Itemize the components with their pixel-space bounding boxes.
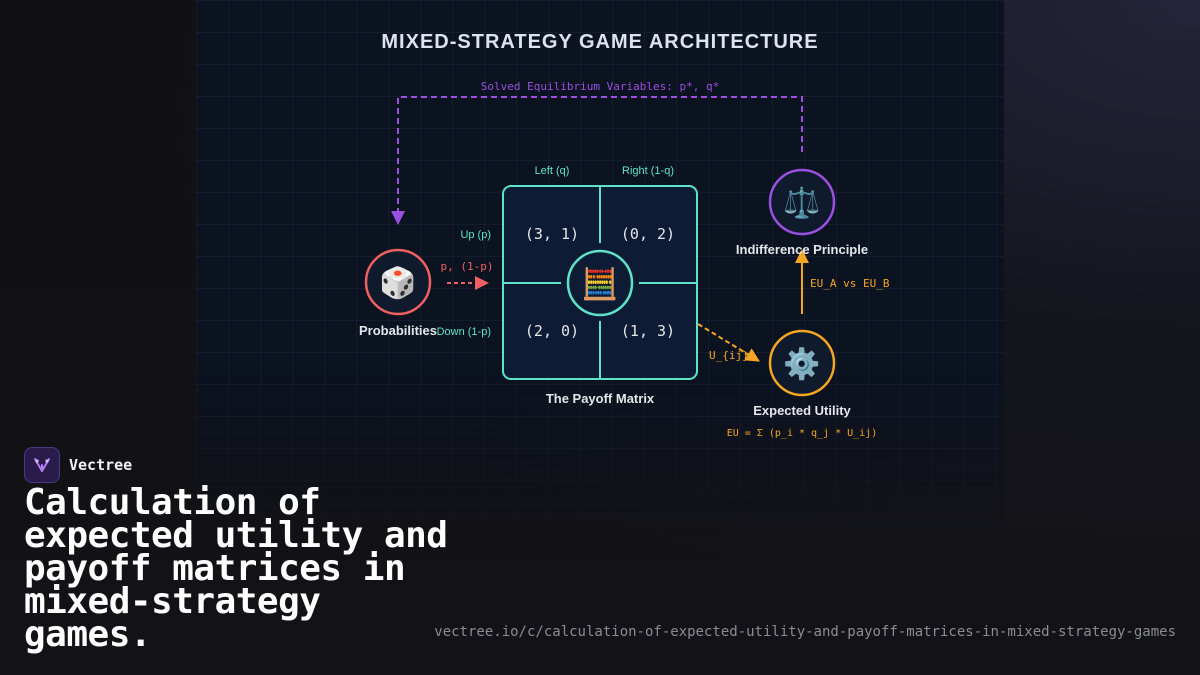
expected-utility-label: Expected Utility bbox=[753, 403, 851, 418]
balance-scale-icon: ⚖️ bbox=[783, 185, 820, 220]
eu-to-indiff-label: EU_A vs EU_B bbox=[810, 277, 890, 290]
brand: Vectree bbox=[24, 447, 132, 483]
abacus-icon: 🧮 bbox=[581, 266, 618, 301]
vectree-logo-icon bbox=[24, 447, 60, 483]
matrix-cell: (2, 0) bbox=[525, 322, 579, 340]
payoff-matrix-label: The Payoff Matrix bbox=[546, 391, 655, 406]
gear-icon: ⚙️ bbox=[783, 346, 820, 381]
indifference-principle-label: Indifference Principle bbox=[736, 242, 868, 257]
row-header-up: Up (p) bbox=[460, 229, 491, 241]
diagram-title: MIXED-STRATEGY GAME ARCHITECTURE bbox=[381, 31, 818, 53]
headline: Calculation of expected utility and payo… bbox=[24, 482, 448, 655]
expected-utility-formula: EU = Σ (p_i * q_j * U_ij) bbox=[727, 428, 878, 439]
brand-name: Vectree bbox=[69, 456, 133, 474]
matrix-cell: (1, 3) bbox=[621, 322, 675, 340]
feedback-loop-label: Solved Equilibrium Variables: p*, q* bbox=[481, 80, 719, 93]
page-url: vectree.io/c/calculation-of-expected-uti… bbox=[434, 624, 1176, 640]
prob-to-matrix-label: p, (1-p) bbox=[441, 260, 494, 273]
col-header-left: Left (q) bbox=[535, 165, 570, 177]
matrix-cell: (3, 1) bbox=[525, 225, 579, 243]
probabilities-node: 🎲 Probabilities bbox=[359, 248, 437, 338]
dice-icon: 🎲 bbox=[379, 265, 416, 300]
probabilities-label: Probabilities bbox=[359, 323, 437, 338]
expected-utility-node: ⚙️ Expected Utility EU = Σ (p_i * q_j * … bbox=[727, 329, 878, 439]
matrix-to-eu-label: U_{ij} bbox=[709, 349, 749, 362]
payoff-matrix: 🧮 Left (q) Right (1-q) Up (p) Down (1-p)… bbox=[437, 165, 698, 406]
matrix-cell: (0, 2) bbox=[621, 225, 675, 243]
col-header-right: Right (1-q) bbox=[622, 165, 674, 177]
indifference-principle-node: ⚖️ Indifference Principle bbox=[736, 168, 868, 257]
row-header-down: Down (1-p) bbox=[437, 326, 491, 338]
matrix-to-eu-edge bbox=[697, 323, 760, 362]
